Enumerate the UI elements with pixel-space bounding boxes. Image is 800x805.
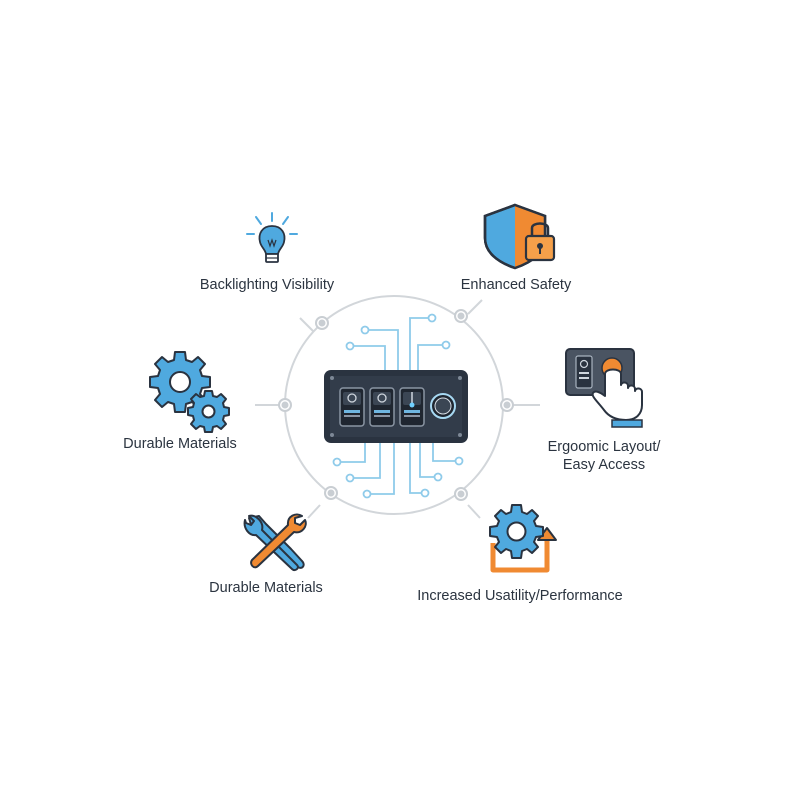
label-durable-materials-gears: Durable Materials [123, 436, 237, 452]
circuit-pads [332, 313, 464, 499]
label-ergonomic-layout: Ergoomic Layout/ Easy Access [536, 438, 672, 474]
label-ergonomic-line2: Easy Access [562, 457, 646, 473]
hand-press-button-icon [565, 348, 643, 428]
label-increased-usability-performance: Increased Usatility/Performance [417, 588, 623, 604]
lightbulb-icon [246, 212, 298, 263]
ring-nodes [278, 309, 514, 501]
rocker-switch [339, 387, 365, 427]
circuit-traces [337, 317, 459, 495]
gear-arrow-icon [489, 504, 557, 573]
rocker-switch [399, 387, 425, 427]
rocker-switch [369, 387, 395, 427]
gears-icon [149, 351, 230, 433]
label-ergonomic-line1: Ergoomic Layout/ [547, 439, 661, 455]
shield-lock-icon [483, 203, 556, 270]
label-backlighting-visibility: Backlighting Visibility [199, 277, 335, 293]
label-enhanced-safety: Enhanced Safety [460, 277, 572, 293]
label-durable-materials-tools: Durable Materials [209, 580, 323, 596]
knob [430, 393, 456, 419]
wrench-screwdriver-icon [243, 513, 307, 572]
switch-panel-icon [324, 370, 468, 443]
